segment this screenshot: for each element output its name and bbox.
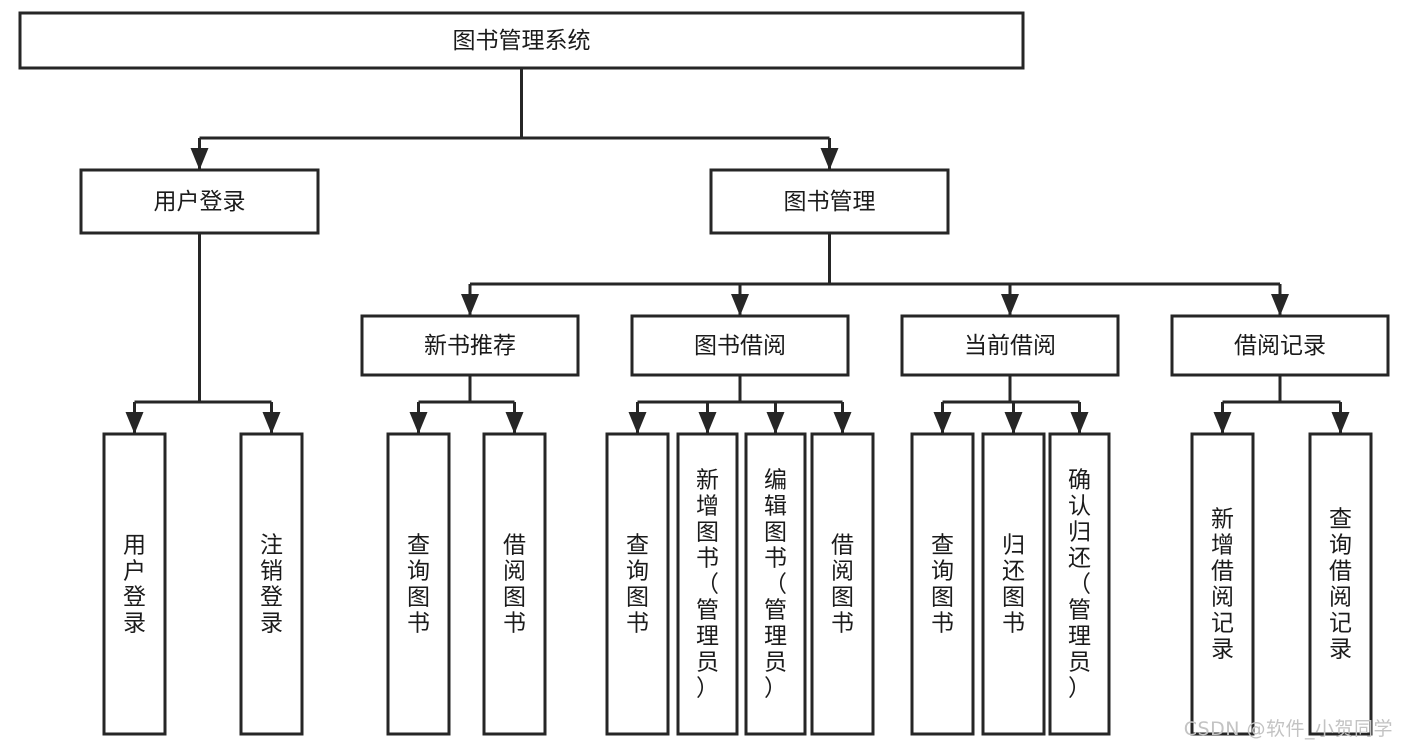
arrowhead-icon <box>1070 412 1089 434</box>
arrowhead-icon <box>1331 412 1350 434</box>
node-root[interactable]: 图书管理系统 <box>18 11 1025 70</box>
node-label: 查询图书 <box>407 532 430 636</box>
arrowhead-icon <box>833 412 852 434</box>
connector-layer <box>125 68 1350 434</box>
arrowhead-icon <box>1004 412 1023 434</box>
node-leaf-borrow-book-2[interactable]: 借阅图书 <box>810 432 875 736</box>
node-borrow[interactable]: 图书借阅 <box>630 314 850 377</box>
arrowhead-icon <box>933 412 952 434</box>
node-box[interactable] <box>709 168 950 235</box>
node-box[interactable] <box>676 432 739 736</box>
node-leaf-query-book-2[interactable]: 查询图书 <box>605 432 670 736</box>
node-leaf-add-book-admin[interactable]: 新增图书（管理员） <box>676 432 739 736</box>
node-leaf-user-logout[interactable]: 注销登录 <box>239 432 304 736</box>
node-box[interactable] <box>18 11 1025 70</box>
node-box[interactable] <box>910 432 975 736</box>
arrowhead-icon <box>125 412 144 434</box>
watermark-text: CSDN @软件_小贺同学 <box>1183 718 1393 740</box>
node-leaf-borrow-book-1[interactable]: 借阅图书 <box>482 432 547 736</box>
node-label: 新增借阅记录 <box>1211 506 1234 662</box>
node-leaf-query-book-3[interactable]: 查询图书 <box>910 432 975 736</box>
node-box[interactable] <box>630 314 850 377</box>
arrowhead-icon <box>1213 412 1232 434</box>
node-label: 编辑图书（管理员） <box>764 467 787 701</box>
node-label: 借阅记录 <box>1234 333 1326 359</box>
arrowhead-icon <box>190 148 209 170</box>
node-bookmgmt[interactable]: 图书管理 <box>709 168 950 235</box>
node-box[interactable] <box>1190 432 1255 736</box>
node-box[interactable] <box>900 314 1120 377</box>
node-box[interactable] <box>1048 432 1111 736</box>
node-label: 图书管理 <box>784 189 876 215</box>
node-leaf-query-record[interactable]: 查询借阅记录 <box>1308 432 1373 736</box>
node-label: 当前借阅 <box>964 333 1056 359</box>
node-leaf-query-book-1[interactable]: 查询图书 <box>386 432 451 736</box>
arrowhead-icon <box>820 148 839 170</box>
node-label: 借阅图书 <box>831 532 854 636</box>
node-label: 用户登录 <box>154 189 246 215</box>
node-box[interactable] <box>605 432 670 736</box>
node-label: 图书借阅 <box>694 333 786 359</box>
node-label: 查询图书 <box>626 532 649 636</box>
arrowhead-icon <box>409 412 428 434</box>
node-label: 新增图书（管理员） <box>696 467 719 701</box>
node-current[interactable]: 当前借阅 <box>900 314 1120 377</box>
node-box[interactable] <box>810 432 875 736</box>
arrowhead-icon <box>505 412 524 434</box>
node-label: 新书推荐 <box>424 333 516 359</box>
node-label: 查询借阅记录 <box>1329 506 1352 662</box>
node-box[interactable] <box>482 432 547 736</box>
node-box[interactable] <box>981 432 1046 736</box>
node-layer: 图书管理系统用户登录图书管理新书推荐图书借阅当前借阅借阅记录用户登录注销登录查询… <box>18 11 1390 736</box>
node-box[interactable] <box>1308 432 1373 736</box>
node-label: 借阅图书 <box>503 532 526 636</box>
arrowhead-icon <box>628 412 647 434</box>
arrowhead-icon <box>1271 294 1289 316</box>
node-newbook[interactable]: 新书推荐 <box>360 314 580 377</box>
node-label: 归还图书 <box>1002 532 1025 636</box>
arrowhead-icon <box>262 412 281 434</box>
node-leaf-edit-book-admin[interactable]: 编辑图书（管理员） <box>744 432 807 736</box>
node-label: 查询图书 <box>931 532 954 636</box>
node-label: 注销登录 <box>260 532 283 636</box>
arrowhead-icon <box>461 294 479 316</box>
node-label: 确认归还（管理员） <box>1068 467 1091 701</box>
node-box[interactable] <box>239 432 304 736</box>
node-leaf-add-record[interactable]: 新增借阅记录 <box>1190 432 1255 736</box>
arrowhead-icon <box>698 412 717 434</box>
node-box[interactable] <box>1170 314 1390 377</box>
node-box[interactable] <box>744 432 807 736</box>
node-leaf-user-login[interactable]: 用户登录 <box>102 432 167 736</box>
node-box[interactable] <box>386 432 451 736</box>
node-label: 图书管理系统 <box>453 28 591 54</box>
arrowhead-icon <box>731 294 749 316</box>
node-box[interactable] <box>360 314 580 377</box>
node-box[interactable] <box>102 432 167 736</box>
node-leaf-confirm-return-admin[interactable]: 确认归还（管理员） <box>1048 432 1111 736</box>
node-box[interactable] <box>79 168 320 235</box>
node-records[interactable]: 借阅记录 <box>1170 314 1390 377</box>
arrowhead-icon <box>766 412 785 434</box>
node-login[interactable]: 用户登录 <box>79 168 320 235</box>
arrowhead-icon <box>1001 294 1019 316</box>
node-leaf-return-book[interactable]: 归还图书 <box>981 432 1046 736</box>
node-label: 用户登录 <box>123 532 146 636</box>
